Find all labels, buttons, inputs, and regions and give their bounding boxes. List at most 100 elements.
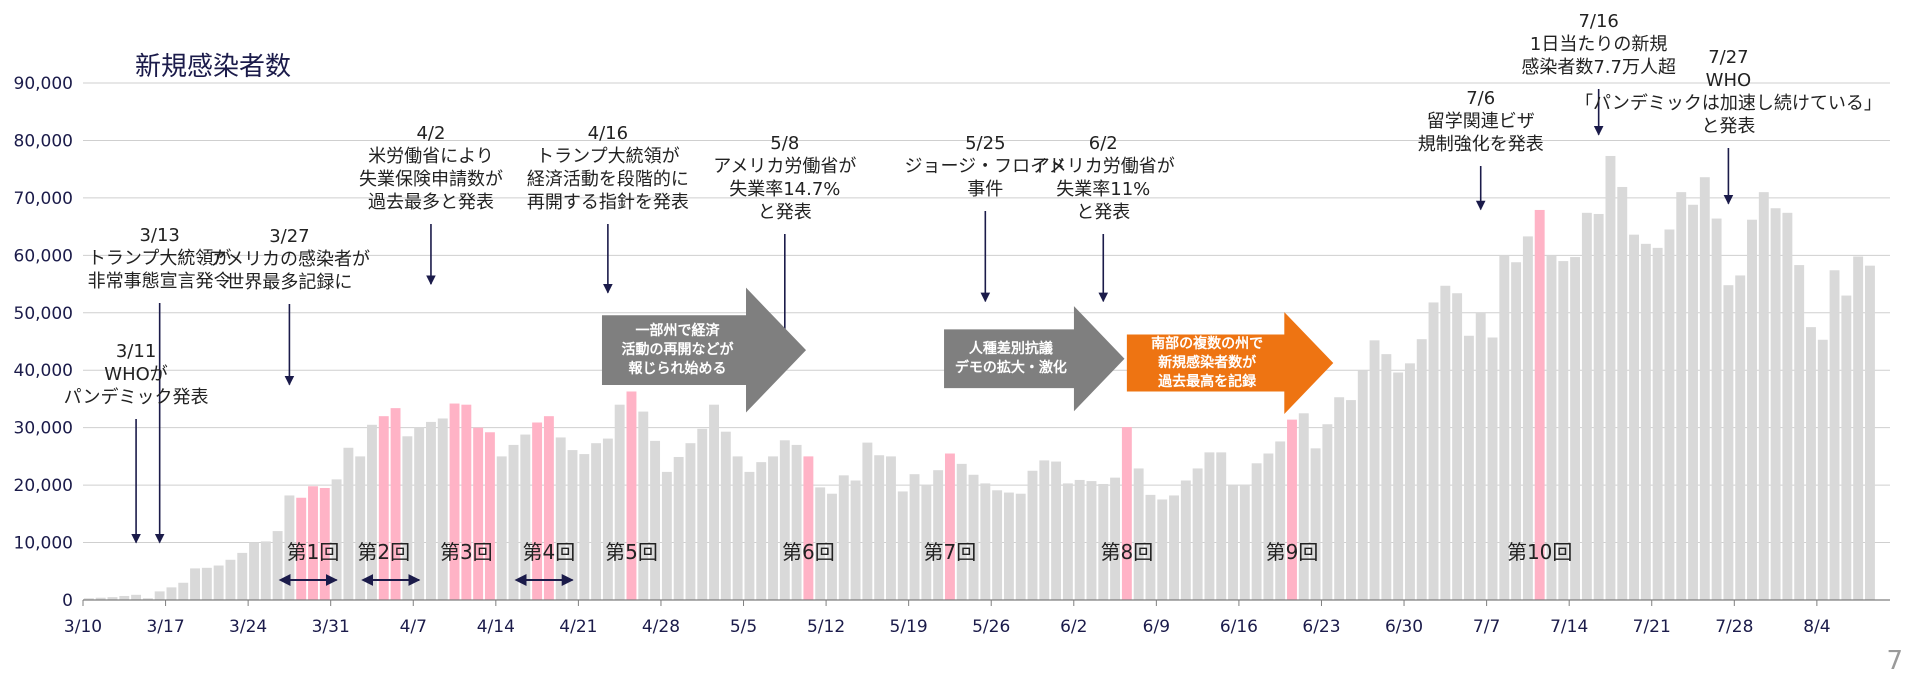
bar bbox=[284, 495, 295, 600]
bar bbox=[95, 597, 106, 600]
bar bbox=[661, 471, 672, 600]
bar bbox=[355, 456, 366, 600]
callout-line: 活動の再開などが bbox=[621, 341, 734, 358]
annotation-line: ジョージ・フロイド bbox=[904, 156, 1067, 177]
bar bbox=[1770, 208, 1781, 600]
bar bbox=[119, 595, 130, 600]
y-tick-label: 0 bbox=[62, 591, 73, 611]
bar bbox=[142, 598, 153, 600]
bar bbox=[614, 404, 625, 600]
annotation-line: 経済活動を段階的に bbox=[526, 169, 689, 190]
bar bbox=[567, 450, 578, 600]
bar bbox=[237, 552, 248, 600]
x-tick-label: 5/26 bbox=[972, 617, 1010, 637]
bar bbox=[131, 594, 142, 600]
bar bbox=[1711, 218, 1722, 600]
annotation-line: 非常事態宣言発令 bbox=[87, 271, 232, 292]
callout-line: 人種差別抗議 bbox=[968, 340, 1053, 357]
annotation-line: アメリカ労働省が bbox=[1031, 156, 1175, 177]
annotation-line: WHOが bbox=[104, 364, 168, 385]
bar bbox=[1558, 261, 1569, 600]
x-tick-label: 3/24 bbox=[229, 617, 267, 637]
annotation-line: 3/11 bbox=[115, 341, 157, 362]
bar bbox=[1334, 397, 1345, 600]
callout-text: 南部の複数の州で新規感染者数が過去最高を記録 bbox=[1127, 335, 1302, 392]
bar bbox=[1263, 453, 1274, 600]
bar bbox=[473, 427, 484, 600]
bar bbox=[1074, 479, 1085, 600]
x-tick-label: 4/7 bbox=[400, 617, 427, 637]
bar bbox=[838, 475, 849, 600]
annotation-line: 規制強化を発表 bbox=[1417, 134, 1544, 155]
bar bbox=[532, 422, 543, 600]
bar bbox=[886, 456, 896, 600]
callout-body: 一部州で経済活動の再開などが報じられ始める bbox=[621, 322, 747, 379]
bar bbox=[1416, 339, 1427, 600]
axes: 010,00020,00030,00040,00050,00060,00070,… bbox=[14, 74, 1890, 637]
bar bbox=[1015, 493, 1026, 600]
bar bbox=[1133, 468, 1144, 600]
callout-line: 過去最高を記録 bbox=[1158, 373, 1257, 390]
bar bbox=[1169, 495, 1179, 600]
callout-text: 人種差別抗議デモの拡大・激化 bbox=[944, 329, 1092, 388]
bar bbox=[756, 462, 767, 600]
annotation-line: 事件 bbox=[967, 179, 1004, 200]
annotation-line: と発表 bbox=[757, 202, 812, 223]
annotation-line: 7/16 bbox=[1578, 11, 1619, 32]
annotation-line: トランプ大統領が bbox=[87, 248, 232, 269]
annotation-line: 5/8 bbox=[770, 133, 800, 154]
bar bbox=[968, 474, 979, 600]
press-marker-label: 第6回 bbox=[782, 540, 835, 564]
y-tick-label: 20,000 bbox=[14, 476, 73, 496]
x-tick-label: 7/28 bbox=[1715, 617, 1753, 637]
bar bbox=[178, 582, 189, 600]
callout-body: 人種差別抗議デモの拡大・激化 bbox=[955, 340, 1081, 378]
bar bbox=[1381, 354, 1392, 600]
annotation-line: 感染者数7.7万人超 bbox=[1521, 57, 1676, 78]
annotation-line: 失業保険申請数が bbox=[358, 169, 503, 190]
bar bbox=[1287, 419, 1297, 600]
x-tick-label: 3/31 bbox=[312, 617, 350, 637]
press-marker-label: 第3回 bbox=[439, 540, 493, 564]
bar bbox=[791, 444, 802, 600]
x-tick-label: 6/30 bbox=[1385, 617, 1423, 637]
bar bbox=[944, 453, 955, 600]
bar bbox=[1640, 243, 1651, 600]
bar bbox=[956, 463, 967, 600]
bar bbox=[484, 432, 495, 600]
bar bbox=[425, 421, 436, 600]
bar bbox=[1428, 302, 1439, 600]
bar bbox=[1157, 499, 1168, 600]
bar bbox=[1511, 262, 1522, 600]
bar bbox=[319, 487, 330, 600]
bar bbox=[1617, 186, 1628, 601]
bar bbox=[1322, 424, 1333, 600]
bar bbox=[992, 490, 1003, 600]
annotation-line: 7/27 bbox=[1708, 47, 1749, 68]
bar bbox=[367, 424, 377, 600]
bar bbox=[225, 559, 236, 600]
bar bbox=[1570, 257, 1581, 600]
bar bbox=[260, 541, 271, 600]
x-tick-label: 8/4 bbox=[1803, 617, 1830, 637]
bar bbox=[1393, 372, 1404, 600]
bar bbox=[414, 427, 425, 600]
press-marker-label: 第7回 bbox=[923, 540, 977, 564]
bar bbox=[1688, 204, 1698, 600]
bar bbox=[296, 497, 307, 600]
bar bbox=[1145, 494, 1156, 600]
bar bbox=[249, 542, 259, 600]
bar bbox=[1699, 177, 1710, 600]
callout-arrow-shape bbox=[1126, 312, 1334, 414]
bar bbox=[166, 587, 177, 600]
bar bbox=[555, 437, 566, 600]
callout-line: 南部の複数の州で bbox=[1151, 335, 1264, 352]
bar bbox=[933, 470, 944, 600]
bar bbox=[1499, 255, 1510, 601]
bar bbox=[1003, 492, 1014, 600]
press-marker-label: 第4回 bbox=[522, 540, 576, 564]
bar-series bbox=[83, 155, 1875, 601]
